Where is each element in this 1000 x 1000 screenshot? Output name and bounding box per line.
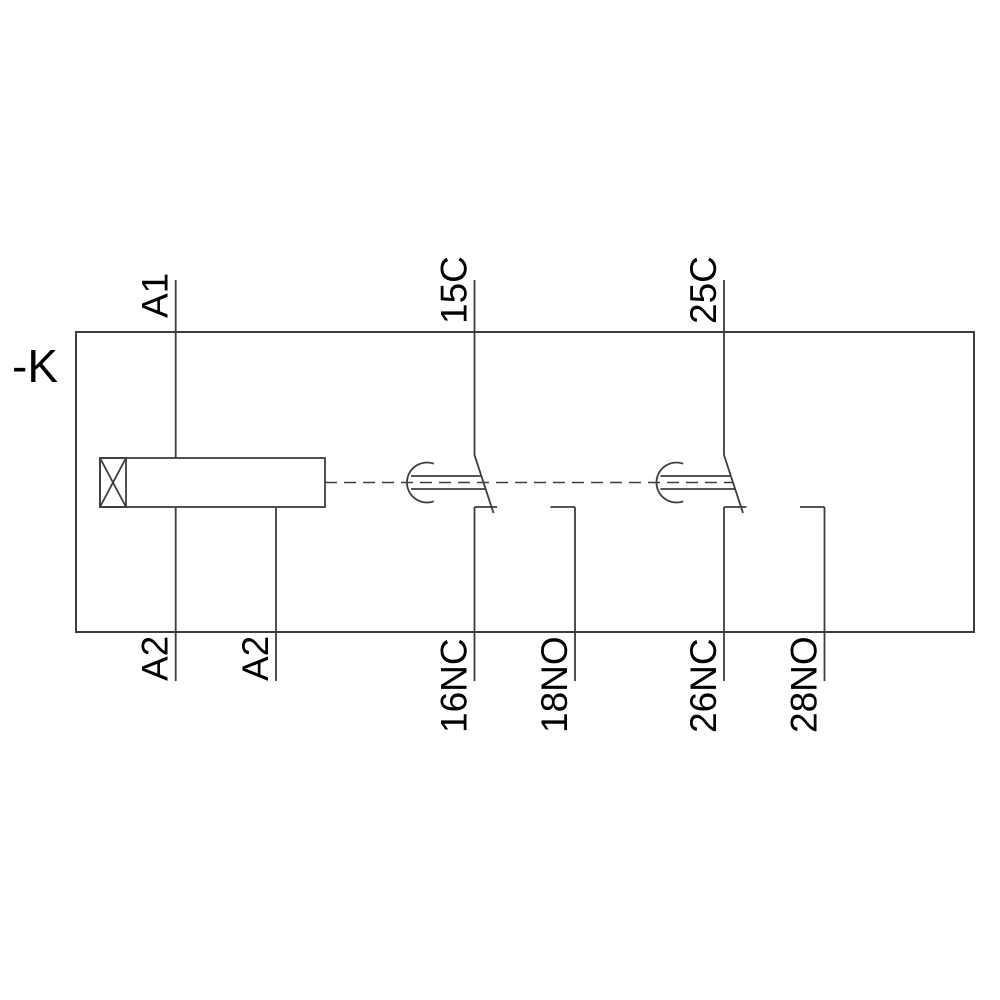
enclosure-box — [75, 331, 975, 633]
terminal-label-28no: 28NO — [783, 636, 824, 733]
terminal-label-16nc: 16NC — [434, 638, 475, 733]
terminal-label-a1: A1 — [135, 273, 176, 318]
terminal-label-18no: 18NO — [534, 636, 575, 733]
contact2-linkage-arc — [655, 461, 684, 504]
terminal-label-15c: 15C — [434, 256, 475, 324]
device-designation-label: -K — [12, 340, 58, 392]
contact1-common-line-and-arm — [473, 280, 495, 514]
coil-x-box — [99, 457, 127, 508]
terminal-label-a2-right: A2 — [235, 636, 276, 681]
terminal-label-26nc: 26NC — [683, 638, 724, 733]
terminal-label-25c: 25C — [683, 256, 724, 324]
contact1-linkage-arc — [406, 461, 435, 504]
coil-branch — [99, 280, 326, 681]
changeover-contact-2 — [655, 280, 826, 681]
coil-symbol — [99, 457, 326, 508]
terminal-label-a2-left: A2 — [135, 636, 176, 681]
contact2-common-line-and-arm — [723, 280, 744, 514]
changeover-contact-1 — [406, 280, 576, 681]
coil-x-diagonal-2 — [99, 457, 127, 508]
